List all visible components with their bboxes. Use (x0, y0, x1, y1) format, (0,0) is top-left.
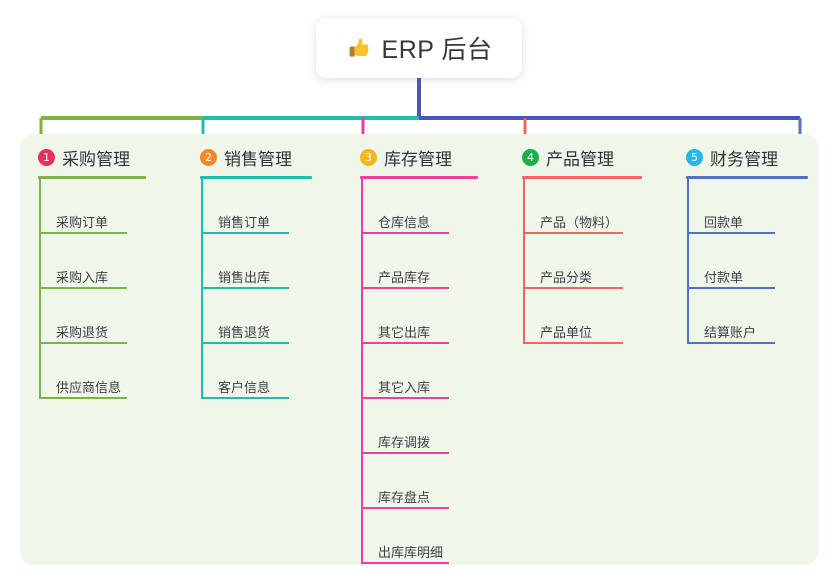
menu-item-rule (361, 562, 449, 564)
menu-item-rule (201, 232, 289, 234)
menu-item-rule (361, 452, 449, 454)
menu-item[interactable]: 采购退货 (56, 325, 109, 340)
column-title-2: 销售管理 (224, 150, 292, 169)
menu-item-rule (361, 342, 449, 344)
column-header-4[interactable]: 4 产品管理 (522, 145, 614, 170)
column-spine-3 (361, 179, 363, 562)
thumbs-up-icon (346, 35, 372, 61)
menu-item[interactable]: 产品库存 (378, 270, 431, 285)
menu-item-rule (39, 287, 127, 289)
column-header-5[interactable]: 5 财务管理 (686, 145, 778, 170)
column-badge-1: 1 (38, 149, 55, 166)
menu-item-rule (523, 342, 623, 344)
column-badge-3: 3 (360, 149, 377, 166)
menu-item-rule (687, 342, 775, 344)
menu-item-rule (523, 232, 623, 234)
menu-item[interactable]: 仓库信息 (378, 215, 431, 230)
menu-item-rule (39, 397, 127, 399)
menu-item[interactable]: 客户信息 (218, 380, 271, 395)
menu-item[interactable]: 付款单 (704, 270, 744, 285)
menu-item-rule (201, 397, 289, 399)
menu-item-rule (361, 507, 449, 509)
column-title-4: 产品管理 (546, 150, 614, 169)
modules-panel: 1 采购管理采购订单采购入库采购退货供应商信息 2 销售管理销售订单销售出库销售退货客… (20, 134, 818, 565)
column-spine-5 (687, 179, 689, 342)
column-badge-5: 5 (686, 149, 703, 166)
column-title-3: 库存管理 (384, 150, 452, 169)
menu-item[interactable]: 产品（物料） (540, 215, 619, 230)
column-header-1[interactable]: 1 采购管理 (38, 145, 130, 170)
menu-item[interactable]: 销售退货 (218, 325, 271, 340)
column-rule-4 (522, 176, 642, 179)
menu-item[interactable]: 回款单 (704, 215, 744, 230)
menu-item[interactable]: 出库库明细 (378, 545, 444, 560)
menu-item-rule (361, 287, 449, 289)
menu-item-rule (201, 342, 289, 344)
column-rule-5 (686, 176, 808, 179)
column-header-3[interactable]: 3 库存管理 (360, 145, 452, 170)
column-spine-4 (523, 179, 525, 342)
menu-item[interactable]: 其它入库 (378, 380, 431, 395)
menu-item-rule (361, 232, 449, 234)
column-header-2[interactable]: 2 销售管理 (200, 145, 292, 170)
menu-item[interactable]: 结算账户 (704, 325, 757, 340)
column-rule-3 (360, 176, 478, 179)
menu-item-rule (39, 232, 127, 234)
menu-item-rule (39, 342, 127, 344)
menu-item-rule (687, 232, 775, 234)
menu-item[interactable]: 供应商信息 (56, 380, 122, 395)
menu-item[interactable]: 库存盘点 (378, 490, 431, 505)
menu-item-rule (361, 397, 449, 399)
column-badge-4: 4 (522, 149, 539, 166)
column-badge-2: 2 (200, 149, 217, 166)
column-title-5: 财务管理 (710, 150, 778, 169)
column-title-1: 采购管理 (62, 150, 130, 169)
menu-item[interactable]: 其它出库 (378, 325, 431, 340)
column-rule-1 (38, 176, 146, 179)
menu-item-rule (687, 287, 775, 289)
menu-item-rule (201, 287, 289, 289)
column-rule-2 (200, 176, 312, 179)
menu-item[interactable]: 采购入库 (56, 270, 109, 285)
menu-item[interactable]: 库存调拨 (378, 435, 431, 450)
menu-item[interactable]: 销售订单 (218, 215, 271, 230)
menu-item-rule (523, 287, 623, 289)
page-title: ERP 后台 (381, 36, 493, 64)
menu-item[interactable]: 销售出库 (218, 270, 271, 285)
root-title-inner: ERP 后台 (346, 30, 493, 66)
menu-item[interactable]: 产品分类 (540, 270, 593, 285)
menu-item[interactable]: 产品单位 (540, 325, 593, 340)
root-title-card[interactable]: ERP 后台 (316, 18, 522, 78)
menu-item[interactable]: 采购订单 (56, 215, 109, 230)
